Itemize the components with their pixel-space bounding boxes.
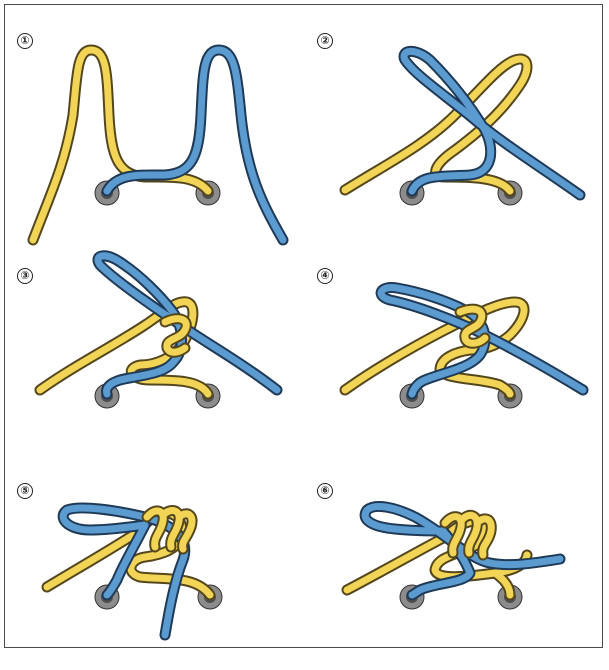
blue-lace [101,44,289,246]
step-3-panel: ③ [5,240,305,455]
yellow-lace [27,44,214,246]
step-1-illustration [27,44,289,246]
blue-lace [57,502,191,641]
step-6-panel: ⑥ [305,455,605,670]
step-number: ④ [317,268,333,284]
step-4-panel: ④ [305,240,605,455]
knot-wrap [439,509,497,561]
step-6-illustration [341,501,566,610]
step-3-illustration [34,250,283,409]
blue-lace [398,45,586,201]
knot-wrap [141,505,198,555]
step-number: ① [17,33,33,49]
knot-wrap [454,303,491,349]
step-5-illustration [41,502,223,641]
step-2-panel: ② [305,5,605,220]
step-number: ② [317,33,333,49]
blue-lace [359,501,566,601]
step-number: ⑥ [317,483,333,499]
step-number: ③ [17,268,33,284]
diagram-frame: ① ② [4,4,603,648]
step-number: ⑤ [17,483,33,499]
knot-wrap [159,313,192,358]
step-1-panel: ① [5,5,305,246]
step-4-illustration [339,282,589,409]
yellow-lace [339,53,533,197]
step-2-illustration [339,45,586,206]
step-5-panel: ⑤ [5,455,305,670]
